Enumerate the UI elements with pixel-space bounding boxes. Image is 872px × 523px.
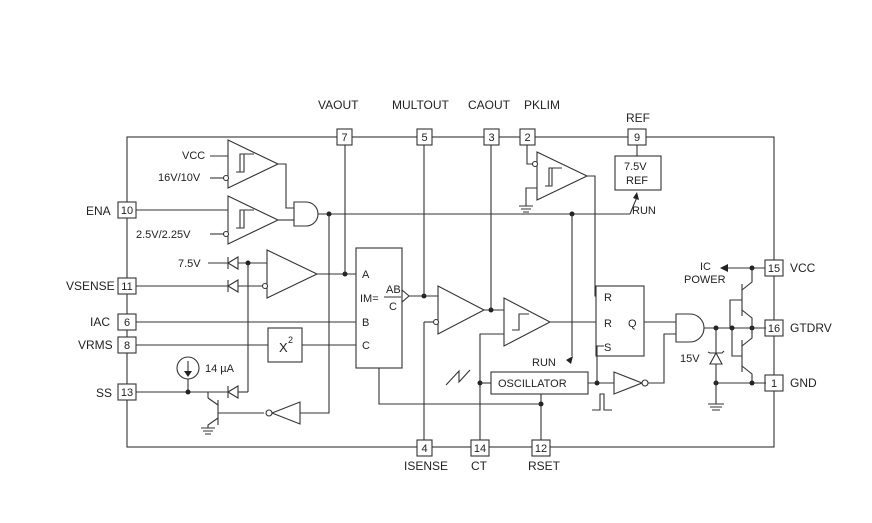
mult-formula-den: C: [389, 301, 397, 313]
pin-gnd-label: GND: [790, 376, 817, 390]
driver-ground-icon: [708, 403, 724, 411]
clamp-diode-2: [226, 279, 239, 293]
pin-iac-label: IAC: [90, 315, 110, 329]
latch-s: S: [604, 342, 611, 354]
pin-10-num: 10: [121, 205, 133, 217]
pin-15-num: 15: [768, 263, 780, 275]
uvlo-comparator: [227, 139, 280, 189]
pin-2-num: 2: [524, 132, 530, 144]
pin-14-num: 14: [474, 443, 486, 455]
pin-ss-label: SS: [96, 386, 112, 400]
uvlo-hysteresis-icon: [236, 153, 254, 173]
pin-12-num: 12: [535, 443, 547, 455]
pin-ct-label: CT: [471, 459, 488, 473]
pin-vaout-label: VAOUT: [318, 98, 359, 112]
pin-isense-label: ISENSE: [404, 459, 448, 473]
pin-rset-label: RSET: [528, 459, 561, 473]
threshold-25-225-label: 2.5V/2.25V: [136, 229, 191, 241]
pin-ref-label: REF: [626, 111, 650, 125]
squarer-exponent: 2: [288, 335, 293, 345]
reference-label-1: 7.5V: [624, 161, 647, 173]
pin-pklim-label: PKLIM: [524, 98, 560, 112]
pin-1-num: 1: [771, 378, 777, 390]
pin-gtdrv-label: GTDRV: [790, 321, 832, 335]
driver-transistor-top: [729, 268, 753, 328]
pklim-ground-icon: [519, 205, 533, 213]
latch-block: [595, 285, 645, 357]
pwm-comparator: [503, 297, 552, 347]
pin-11-num: 11: [121, 281, 132, 293]
soft-start-diode: [226, 385, 239, 399]
threshold-16-10-label: 16V/10V: [158, 172, 201, 184]
pin-3-num: 3: [488, 132, 494, 144]
pin-4-num: 4: [421, 443, 427, 455]
pin-7-num: 7: [341, 132, 347, 144]
squarer-x: X: [279, 340, 288, 355]
latch-q: Q: [628, 318, 637, 330]
clamp-diode-1: [226, 256, 239, 270]
run-ref-label: RUN: [632, 205, 656, 217]
output-and-gate: [675, 313, 705, 343]
latch-r2: R: [604, 318, 612, 330]
enable-and-gate: [293, 201, 319, 227]
latch-r1: R: [604, 292, 612, 304]
run-osc-label: RUN: [532, 357, 556, 369]
oscillator-label: OSCILLATOR: [498, 378, 567, 390]
zener-diode: [709, 351, 723, 365]
voltage-amplifier: [266, 249, 319, 299]
sawtooth-icon: [445, 369, 471, 386]
squarer-block: [267, 327, 303, 363]
pin-16-num: 16: [768, 323, 780, 335]
pin-vrms-label: VRMS: [78, 338, 113, 352]
mult-b-label: B: [362, 317, 369, 329]
vcc-input-label: VCC: [182, 150, 205, 162]
pin-vsense-label: VSENSE: [66, 279, 115, 293]
pin-5-num: 5: [421, 132, 427, 144]
pin-8-num: 8: [124, 340, 130, 352]
current-amplifier: [437, 285, 486, 335]
ic-label: IC: [700, 261, 711, 273]
reference-label-2: REF: [626, 175, 648, 187]
soft-start-ground-icon: [201, 427, 215, 435]
enable-hysteresis-icon: [236, 209, 254, 229]
ref-7v5-label: 7.5V: [178, 258, 201, 270]
reference-block: [614, 155, 662, 191]
mult-formula-lhs: IM=: [360, 293, 379, 305]
pin-9-num: 9: [634, 132, 640, 144]
soft-start-transistor: [207, 397, 264, 428]
enable-comparator: [227, 195, 280, 245]
mult-a-label: A: [362, 269, 370, 281]
peak-limit-comparator: [536, 151, 589, 201]
pin-ena-label: ENA: [86, 204, 111, 218]
pin-caout-label: CAOUT: [468, 98, 511, 112]
mult-c-label: C: [362, 340, 370, 352]
mult-formula-num: AB: [386, 284, 401, 296]
soft-start-inverter: [270, 401, 301, 425]
pin-vcc-label: VCC: [790, 261, 816, 275]
pin-multout-label: MULTOUT: [392, 98, 450, 112]
pulse-icon: [592, 393, 612, 411]
pin-6-num: 6: [124, 317, 130, 329]
output-inverter: [613, 371, 644, 395]
power-label: POWER: [684, 274, 726, 286]
zener-15v-label: 15V: [680, 353, 700, 365]
driver-transistor-bottom: [731, 328, 753, 383]
pin-13-num: 13: [121, 387, 133, 399]
current-14ua-label: 14 µA: [205, 363, 235, 375]
